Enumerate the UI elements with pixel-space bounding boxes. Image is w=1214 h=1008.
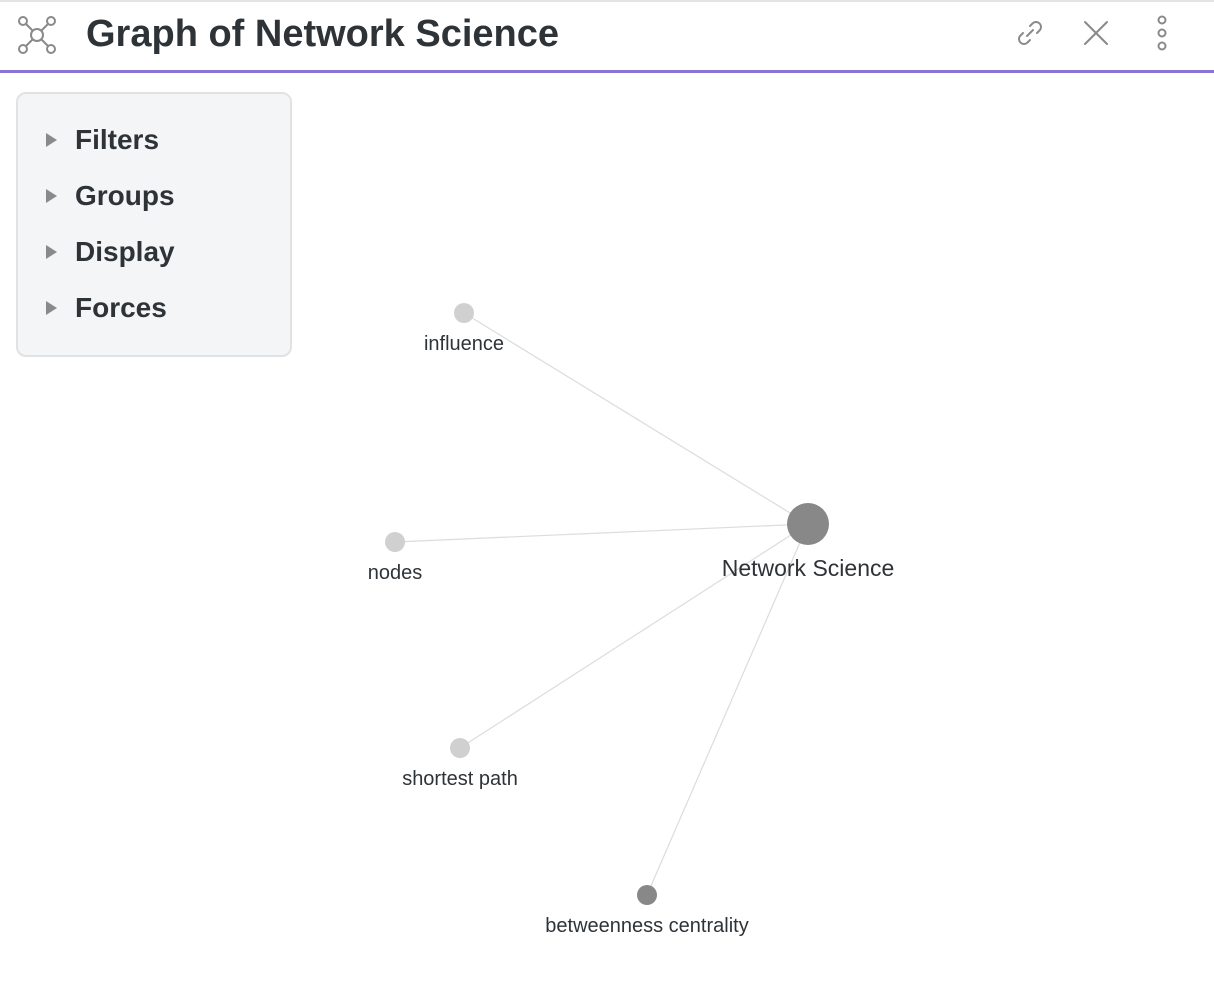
collapsed-arrow-icon — [46, 189, 57, 203]
node-label: influence — [424, 333, 504, 355]
node-label: shortest path — [402, 768, 518, 790]
node-label: nodes — [368, 562, 423, 584]
forces-label: Forces — [75, 292, 167, 323]
collapsed-arrow-icon — [46, 245, 57, 259]
page-title: Graph of Network Science — [86, 13, 560, 55]
edge-betweenness-centrality-to-network-science — [646, 523, 809, 896]
graph-node-betweenness-centrality[interactable]: betweenness centrality — [545, 885, 749, 937]
graph-view-icon — [16, 14, 58, 56]
groups-label: Groups — [75, 180, 175, 211]
more-options-button[interactable] — [1143, 15, 1181, 56]
graph-node-influence[interactable]: influence — [424, 303, 504, 355]
filters-label: Filters — [75, 124, 160, 155]
node-dot[interactable] — [385, 532, 405, 552]
collapsed-arrow-icon — [46, 133, 57, 147]
close-button[interactable] — [1077, 16, 1115, 54]
node-label: Network Science — [722, 555, 895, 581]
graph-node-network-science[interactable]: Network Science — [722, 503, 895, 581]
groups-section-toggle[interactable]: Groups — [46, 176, 175, 216]
display-section-toggle[interactable]: Display — [46, 232, 175, 272]
forces-section-toggle[interactable]: Forces — [46, 288, 167, 328]
more-options-icon — [1154, 15, 1170, 56]
close-icon — [1081, 18, 1111, 53]
node-dot[interactable] — [454, 303, 474, 323]
collapsed-arrow-icon — [46, 301, 57, 315]
node-dot[interactable] — [787, 503, 829, 545]
node-label: betweenness centrality — [545, 915, 748, 937]
edge-influence-to-network-science — [463, 312, 809, 525]
display-label: Display — [75, 236, 175, 267]
graph-controls-panel: Filters Groups Display Forces — [16, 92, 292, 357]
edge-nodes-to-network-science — [394, 523, 809, 543]
graph-node-shortest-path[interactable]: shortest path — [402, 738, 518, 790]
link-icon — [1013, 16, 1047, 55]
graph-node-nodes[interactable]: nodes — [368, 532, 423, 584]
filters-section-toggle[interactable]: Filters — [46, 120, 159, 160]
link-button[interactable] — [1011, 16, 1049, 54]
node-dot[interactable] — [637, 885, 657, 905]
edge-shortest-path-to-network-science — [459, 523, 809, 749]
view-header: Graph of Network Science — [0, 2, 1214, 73]
node-dot[interactable] — [450, 738, 470, 758]
